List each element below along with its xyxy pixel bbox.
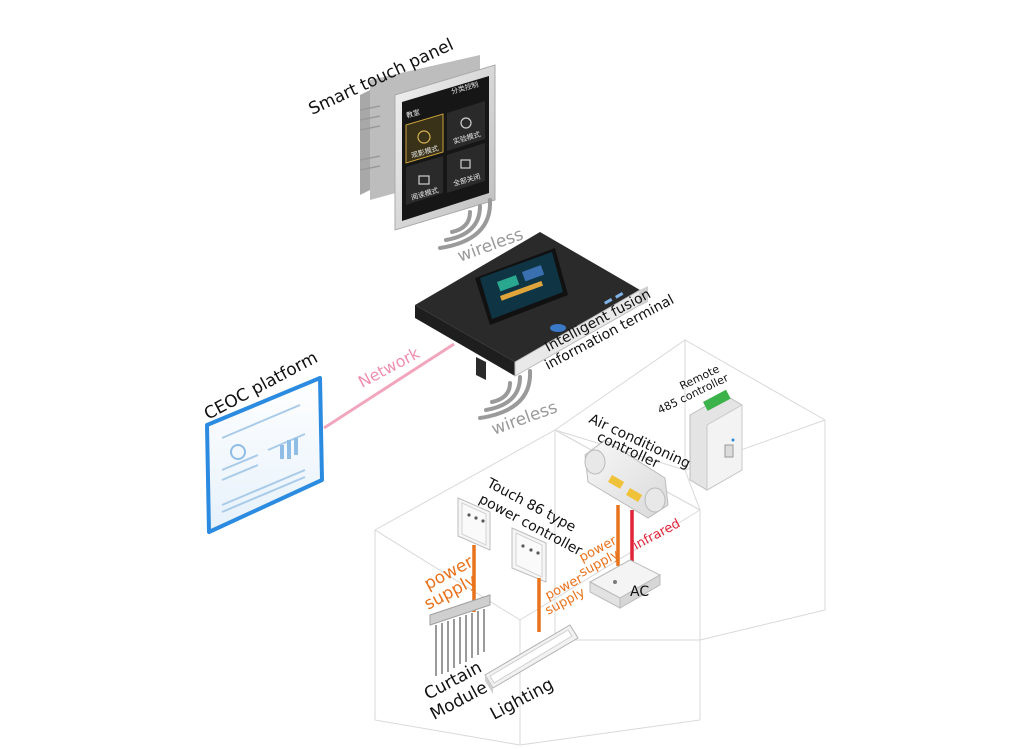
panel-header-left: 教室: [405, 107, 421, 120]
wireless-signal-top-icon: [438, 198, 493, 250]
movie-mode-icon: [417, 130, 431, 144]
ac-label: AC: [630, 584, 649, 600]
intelligent-fusion-terminal-device: [415, 232, 648, 380]
smart-touch-panel-device: 观影模式 实验模式 阅读模式 全部关闭 教室 分类控制: [359, 55, 496, 231]
experiment-mode-icon: [460, 117, 472, 129]
room-wireframe-boxes: [374, 339, 826, 746]
infrared-label: infrared: [631, 516, 683, 553]
ceoc-platform-screen: [205, 376, 324, 534]
reading-mode-icon: [418, 175, 430, 185]
network-connection-line: [323, 342, 455, 430]
curtain-module-device: [429, 594, 491, 676]
all-off-icon: [460, 159, 471, 169]
remote-485-controller-device: [689, 389, 743, 491]
lighting-fixture-device: [484, 624, 579, 694]
ac-unit-device: [588, 559, 662, 609]
air-conditioning-controller-device: [584, 439, 669, 519]
touch-86-power-controller-left: [457, 497, 491, 551]
wireless-signal-bottom-icon: [478, 369, 533, 420]
touch-86-power-controller-right: [511, 527, 547, 583]
terminal-logo-icon: [550, 324, 566, 332]
